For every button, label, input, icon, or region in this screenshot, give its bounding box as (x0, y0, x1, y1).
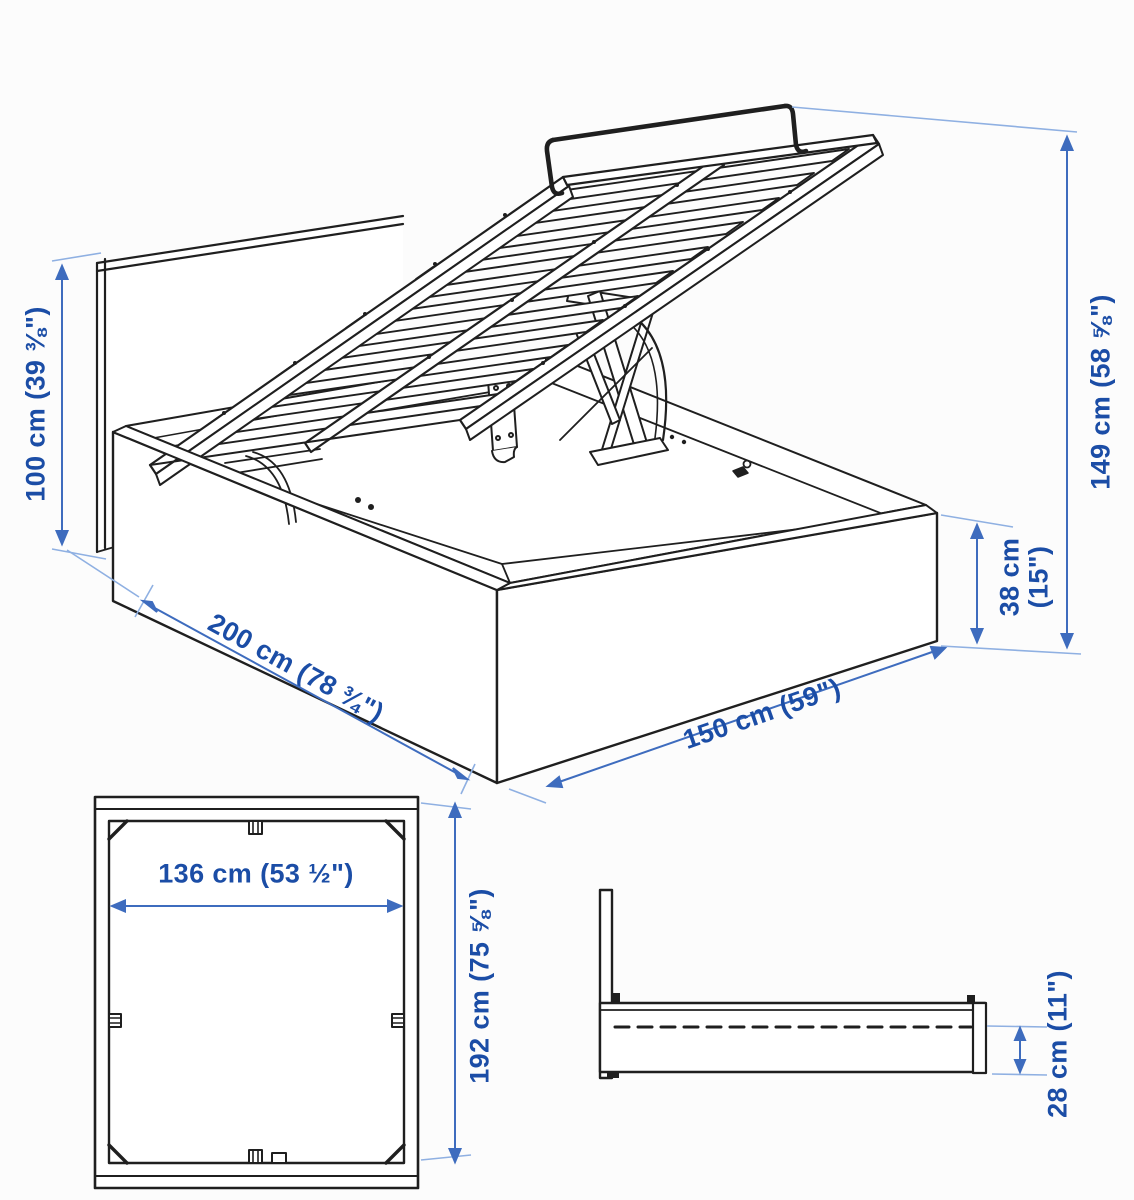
bed-width-arrow (545, 645, 948, 789)
dim-label-base-height: 38 cm (15") (994, 537, 1053, 617)
bed-3d-view (95, 103, 939, 785)
inner-length-arrow (447, 801, 463, 1165)
dimension-arrows (54, 134, 1075, 1165)
storage-depth-arrow (1013, 1025, 1027, 1075)
dim-label-headboard-height: 100 cm (39 ⅜") (20, 306, 51, 502)
frame-clips (108, 820, 405, 1164)
dim-label-storage-depth: 28 cm (11") (1042, 970, 1073, 1118)
open-height-arrow (1059, 134, 1075, 650)
center-rail (303, 154, 726, 454)
bed-length-arrow (139, 599, 471, 781)
inner-width-arrow (109, 898, 404, 914)
slatted-base (148, 103, 884, 486)
extension-lines (51, 106, 1082, 1161)
dim-label-inner-width: 136 cm (53 ½") (158, 858, 354, 889)
dim-label-base-height-in: (15") (1023, 545, 1053, 609)
hinge-detail (224, 448, 374, 525)
lift-handle (544, 103, 809, 197)
rail-bolts (222, 183, 792, 415)
base-height-arrow (969, 522, 985, 645)
side-view (598, 888, 988, 1080)
top-view (93, 795, 420, 1190)
dim-label-base-height-cm: 38 cm (994, 537, 1025, 617)
headboard-height-arrow (54, 263, 70, 547)
dim-label-open-height: 149 cm (58 ⅝") (1085, 294, 1116, 490)
box-front-rim (112, 425, 511, 591)
screw-fittings (669, 434, 752, 478)
corner-braces (107, 819, 406, 1165)
dim-label-inner-length: 192 cm (75 ⅝") (464, 888, 495, 1084)
